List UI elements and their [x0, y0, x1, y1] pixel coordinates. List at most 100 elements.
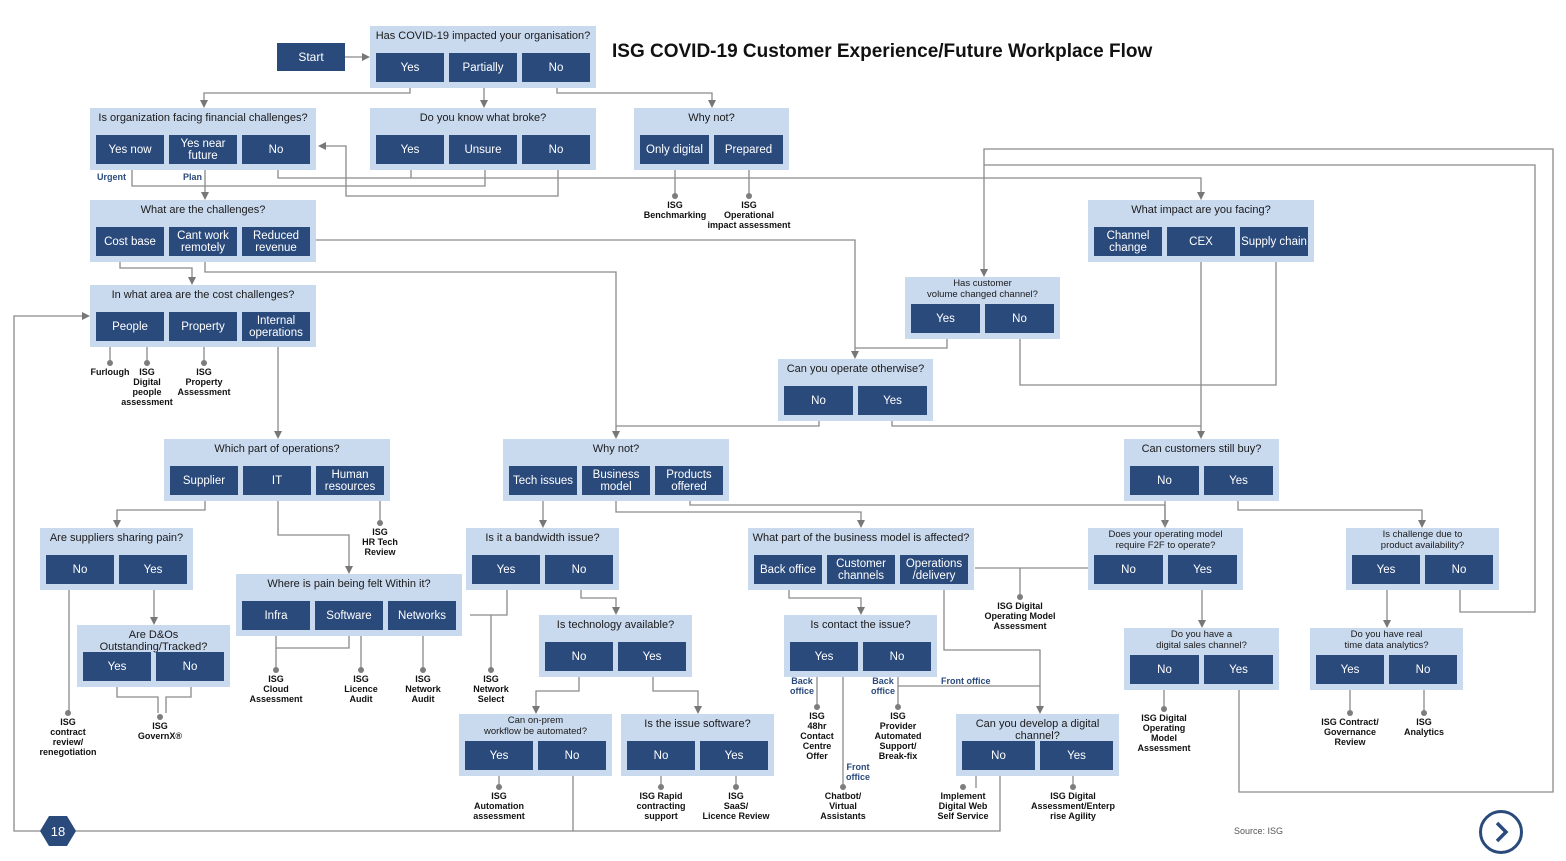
option-button-yes[interactable]: Yes: [119, 555, 187, 584]
option-button-yes[interactable]: Yes: [376, 135, 444, 164]
option-button-no[interactable]: No: [1130, 466, 1199, 495]
connector-arrow: [615, 501, 865, 528]
page-number-badge: 18: [40, 816, 76, 846]
option-button-yes[interactable]: Yes: [1204, 655, 1273, 684]
option-button-no[interactable]: No: [1389, 655, 1457, 684]
option-button-yes[interactable]: Yes: [911, 304, 980, 333]
option-button-yes[interactable]: Yes: [83, 652, 151, 681]
option-button-human-resources[interactable]: Human resources: [316, 466, 384, 495]
option-button-no[interactable]: No: [522, 135, 590, 164]
question-panel-financial: Is organization facing financial challen…: [90, 108, 316, 170]
option-button-software[interactable]: Software: [315, 601, 383, 630]
service-note: ISG Property Assessment: [177, 367, 231, 397]
option-button-yes-near-future[interactable]: Yes near future: [169, 135, 237, 164]
option-button-yes-now[interactable]: Yes now: [96, 135, 164, 164]
connector-arrow: [855, 339, 948, 349]
option-button-networks[interactable]: Networks: [388, 601, 456, 630]
option-button-yes[interactable]: Yes: [618, 642, 686, 671]
option-button-people[interactable]: People: [96, 312, 164, 341]
note-dot: [358, 667, 364, 673]
service-note: ISG Provider Automated Support/ Break-fi…: [874, 711, 922, 761]
option-button-yes[interactable]: Yes: [1204, 466, 1273, 495]
option-button-channel-change[interactable]: Channel change: [1094, 227, 1162, 256]
option-button-no[interactable]: No: [522, 53, 590, 82]
option-button-no[interactable]: No: [545, 555, 613, 584]
option-button-customer-channels[interactable]: Customer channels: [827, 555, 895, 584]
option-button-operations-delivery[interactable]: Operations /delivery: [900, 555, 968, 584]
branch-label: Plan: [183, 172, 203, 182]
option-button-yes[interactable]: Yes: [1168, 555, 1237, 584]
option-button-no[interactable]: No: [538, 741, 606, 770]
option-button-unsure[interactable]: Unsure: [449, 135, 517, 164]
option-button-back-office[interactable]: Back office: [754, 555, 822, 584]
option-button-no[interactable]: No: [1425, 555, 1493, 584]
option-button-yes[interactable]: Yes: [465, 741, 533, 770]
service-note: ISG Rapid contracting support: [636, 791, 686, 821]
option-button-no[interactable]: No: [1130, 655, 1199, 684]
question-text: Has COVID-19 impacted your organisation?: [375, 30, 591, 42]
option-button-yes[interactable]: Yes: [858, 386, 927, 415]
option-button-cost-base[interactable]: Cost base: [96, 227, 164, 256]
option-button-no[interactable]: No: [545, 642, 613, 671]
option-button-no[interactable]: No: [985, 304, 1054, 333]
option-button-it[interactable]: IT: [243, 466, 311, 495]
connector-arrow: [616, 421, 820, 427]
option-button-supply-chain[interactable]: Supply chain: [1240, 227, 1308, 256]
option-button-no[interactable]: No: [784, 386, 853, 415]
question-text: Does your operating model require F2F to…: [1108, 529, 1223, 551]
option-button-no[interactable]: No: [863, 642, 931, 671]
option-button-no[interactable]: No: [156, 652, 224, 681]
service-note: ISG contract review/ renegotiation: [39, 717, 97, 757]
option-button-yes[interactable]: Yes: [1316, 655, 1384, 684]
option-button-no[interactable]: No: [46, 555, 114, 584]
question-text: Are suppliers sharing pain?: [49, 532, 184, 544]
option-button-yes[interactable]: Yes: [376, 53, 444, 82]
option-button-infra[interactable]: Infra: [242, 601, 310, 630]
option-button-partially[interactable]: Partially: [449, 53, 517, 82]
service-note: ISG Digital people assessment: [121, 367, 173, 407]
option-button-reduced-revenue[interactable]: Reduced revenue: [242, 227, 310, 256]
question-panel-covid: Has COVID-19 impacted your organisation?…: [370, 26, 596, 88]
option-button-yes[interactable]: Yes: [790, 642, 858, 671]
option-button-property[interactable]: Property: [169, 312, 237, 341]
next-page-button[interactable]: [1479, 810, 1523, 854]
option-button-internal-operations[interactable]: Internal operations: [242, 312, 310, 341]
option-button-cex[interactable]: CEX: [1167, 227, 1235, 256]
option-button-yes[interactable]: Yes: [1040, 741, 1113, 770]
service-note: ISG SaaS/ Licence Review: [702, 791, 770, 821]
option-button-only-digital[interactable]: Only digital: [640, 135, 709, 164]
chevron-right-circle-icon: [1495, 821, 1509, 843]
option-button-products-offered[interactable]: Products offered: [655, 466, 723, 495]
option-button-business-model[interactable]: Business model: [582, 466, 650, 495]
connector-arrow: [891, 421, 1201, 427]
connector-arrow: [980, 148, 1554, 793]
option-button-tech-issues[interactable]: Tech issues: [509, 466, 577, 495]
start-button[interactable]: Start: [277, 43, 345, 71]
option-button-yes[interactable]: Yes: [1352, 555, 1420, 584]
option-button-no[interactable]: No: [627, 741, 695, 770]
option-button-yes[interactable]: Yes: [472, 555, 540, 584]
option-button-prepared[interactable]: Prepared: [714, 135, 783, 164]
question-text: Can you develop a digital channel?: [975, 718, 1100, 742]
question-panel-pain: Where is pain being felt Within it?Infra…: [236, 574, 462, 636]
option-button-supplier[interactable]: Supplier: [170, 466, 238, 495]
option-button-yes[interactable]: Yes: [700, 741, 768, 770]
option-button-no[interactable]: No: [242, 135, 310, 164]
option-button-cant-work-remotely[interactable]: Cant work remotely: [169, 227, 237, 256]
question-panel-biz-model: What part of the business model is affec…: [748, 528, 974, 590]
connector-arrow: [573, 776, 1001, 832]
question-text: Are D&Os Outstanding/Tracked?: [99, 629, 208, 653]
service-note: ISG 48hr Contact Centre Offer: [800, 711, 834, 761]
option-button-no[interactable]: No: [962, 741, 1035, 770]
service-note: ISG Digital Assessment/Enterp rise Agili…: [1030, 791, 1116, 821]
connector-arrow: [113, 501, 206, 528]
option-button-no[interactable]: No: [1094, 555, 1163, 584]
question-text: Is organization facing financial challen…: [98, 112, 308, 124]
